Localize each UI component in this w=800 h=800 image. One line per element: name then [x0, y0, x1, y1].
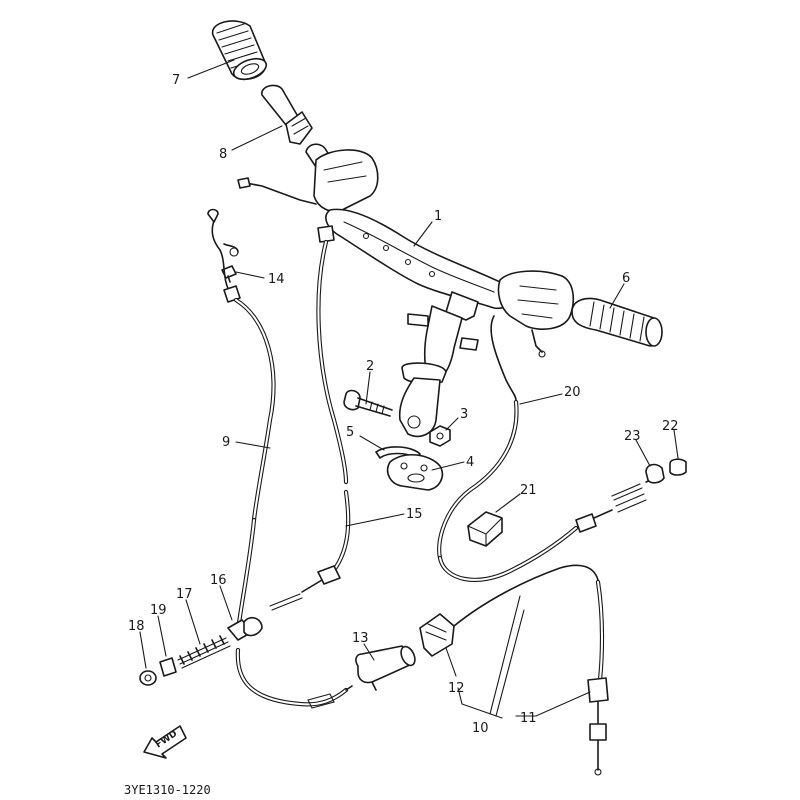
callout-labels: 7 8 1 6 14 2 20 3 5 9 22 23 4 21 15 16 1… — [128, 73, 679, 736]
callout-11: 11 — [520, 711, 537, 726]
callout-1: 1 — [434, 209, 442, 224]
callout-23: 23 — [624, 429, 641, 444]
diagram-code: 3YE1310-1220 — [124, 783, 211, 797]
callout-12: 12 — [448, 681, 465, 696]
callout-19: 19 — [150, 603, 167, 618]
callout-10: 10 — [472, 721, 489, 736]
callout-13: 13 — [352, 631, 369, 646]
callout-16: 16 — [210, 573, 227, 588]
fwd-arrow-icon: FWD — [143, 725, 187, 759]
callout-18: 18 — [128, 619, 145, 634]
cable-15 — [237, 177, 351, 611]
callout-22: 22 — [662, 419, 679, 434]
part-21-block — [467, 511, 503, 547]
callout-3: 3 — [460, 407, 468, 422]
part-6-grip — [571, 297, 663, 347]
part-22-cap — [669, 458, 687, 476]
part-8-throttle-tube — [261, 84, 313, 145]
part-2-bolt — [343, 389, 393, 417]
part-18-washer — [139, 670, 157, 686]
part-7-grip — [212, 20, 268, 81]
column-clamp — [398, 362, 447, 438]
part-17-spring — [177, 635, 231, 669]
part-23-boot — [645, 463, 665, 484]
callout-4: 4 — [466, 455, 474, 470]
part-3-nut — [429, 425, 451, 447]
callout-7: 7 — [172, 73, 180, 88]
part-13-adjuster — [355, 645, 416, 691]
cable-10-11 — [419, 564, 609, 776]
part-19-collar — [159, 657, 177, 677]
leader-lines — [139, 59, 679, 719]
callout-8: 8 — [219, 147, 227, 162]
callout-20: 20 — [564, 385, 581, 400]
callout-6: 6 — [622, 271, 630, 286]
cable-9 — [207, 208, 353, 709]
callout-17: 17 — [176, 587, 193, 602]
callout-9: 9 — [222, 435, 230, 450]
part-4-clamp — [386, 454, 444, 491]
callout-15: 15 — [406, 507, 423, 522]
callout-5: 5 — [346, 425, 354, 440]
callout-2: 2 — [366, 359, 374, 374]
part-16-nut — [227, 616, 263, 641]
part-1-handlebar — [305, 143, 575, 375]
callout-14: 14 — [268, 272, 285, 287]
callout-21: 21 — [520, 483, 537, 498]
cable-20 — [437, 315, 657, 582]
